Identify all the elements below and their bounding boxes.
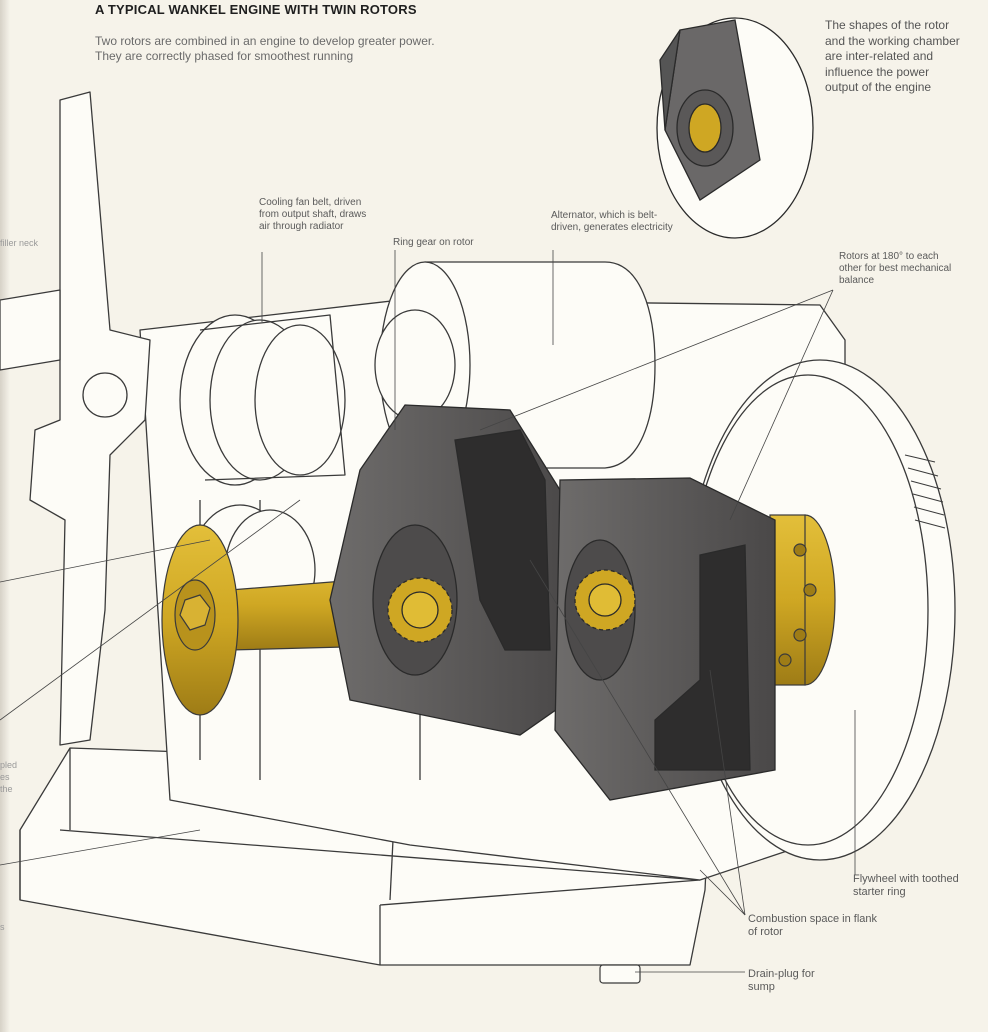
page-binding-shadow xyxy=(0,0,10,1032)
drain-plug xyxy=(599,964,641,984)
inset-caption: The shapes of the rotor and the working … xyxy=(825,18,960,94)
inset-rotor-shape xyxy=(656,17,814,239)
leader-lines xyxy=(0,250,856,973)
label-alternator: Alternator, which is belt-driven, genera… xyxy=(551,210,673,233)
cooling-fan xyxy=(0,91,151,746)
label-drain-plug: Drain-plug for sump xyxy=(748,968,815,993)
margin-fragment: es xyxy=(0,772,10,782)
rear-rotor xyxy=(554,477,776,801)
front-rotor xyxy=(329,404,571,736)
label-combustion-space: Combustion space in flank of rotor xyxy=(748,913,878,938)
label-flywheel: Flywheel with toothed starter ring xyxy=(853,873,959,898)
diagram-title: A TYPICAL WANKEL ENGINE WITH TWIN ROTORS xyxy=(95,2,417,17)
label-rotors-180: Rotors at 180° to each other for best me… xyxy=(839,251,952,286)
margin-fragment: s xyxy=(0,922,5,932)
diagram-subtitle: Two rotors are combined in an engine to … xyxy=(95,34,435,63)
margin-fragment: pled xyxy=(0,760,18,770)
label-ring-gear: Ring gear on rotor xyxy=(393,237,474,248)
margin-fragment-filler-neck: filler neck xyxy=(0,238,39,248)
label-cooling-fan-belt: Cooling fan belt, driven from output sha… xyxy=(259,197,367,232)
margin-fragment: the xyxy=(0,784,13,794)
